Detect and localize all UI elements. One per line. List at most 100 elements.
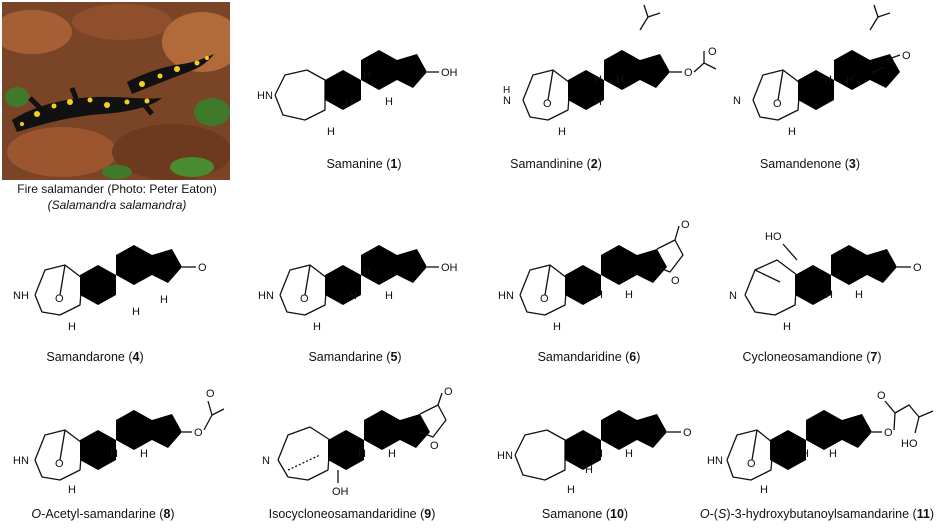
svg-text:H: H	[503, 85, 510, 96]
structure-samanine: HN OH H H H H	[257, 46, 458, 138]
photo-caption: Fire salamander (Photo: Peter Eaton) (Sa…	[0, 181, 234, 213]
svg-text:H: H	[385, 96, 393, 108]
svg-text:OH: OH	[332, 486, 349, 498]
svg-text:OH: OH	[441, 262, 458, 274]
svg-text:N: N	[733, 95, 741, 107]
svg-text:H: H	[625, 289, 633, 301]
svg-text:H: H	[363, 266, 371, 278]
svg-text:HO: HO	[765, 231, 782, 243]
svg-text:H: H	[358, 448, 366, 460]
caption-compound-10: Samanone (10)	[541, 507, 629, 521]
caption-compound-5: Samandarine (5)	[308, 350, 402, 364]
svg-text:H: H	[595, 448, 603, 460]
caption-compound-11: O-(S)-3-hydroxybutanoylsamandarine (11)	[699, 507, 935, 521]
svg-text:H: H	[68, 321, 76, 333]
caption-compound-4: Samandarone (4)	[46, 350, 144, 364]
svg-text:H: H	[625, 448, 633, 460]
svg-text:O: O	[540, 293, 549, 305]
svg-text:H: H	[140, 448, 148, 460]
structure-isocycloneosamandaridine: N O O OH H H	[262, 386, 453, 498]
structure-cycloneosamandione: N HO O H H H	[729, 231, 922, 333]
svg-text:O: O	[430, 440, 439, 452]
svg-text:H: H	[385, 290, 393, 302]
svg-text:H: H	[388, 448, 396, 460]
svg-text:O: O	[684, 67, 693, 79]
svg-text:H: H	[594, 96, 602, 108]
svg-text:HN: HN	[498, 290, 514, 302]
svg-text:O: O	[708, 46, 717, 58]
svg-text:H: H	[363, 69, 371, 81]
svg-text:O: O	[671, 275, 680, 287]
structure-samandenone: O N O H H H	[733, 4, 911, 138]
svg-text:HN: HN	[497, 450, 513, 462]
svg-text:HN: HN	[257, 90, 273, 102]
svg-text:H: H	[132, 306, 140, 318]
svg-text:H: H	[68, 484, 76, 496]
svg-text:O: O	[206, 388, 215, 400]
svg-text:H: H	[110, 448, 118, 460]
svg-text:H: H	[595, 289, 603, 301]
svg-text:HO: HO	[901, 438, 918, 450]
svg-text:H: H	[829, 448, 837, 460]
svg-text:O: O	[877, 390, 886, 402]
svg-text:O: O	[543, 98, 552, 110]
svg-text:H: H	[553, 321, 561, 333]
fire-salamander-photo	[2, 2, 230, 180]
svg-text:O: O	[444, 386, 453, 398]
svg-text:H: H	[825, 289, 833, 301]
svg-text:HN: HN	[707, 455, 723, 467]
svg-text:H: H	[585, 464, 593, 476]
svg-text:NH: NH	[13, 290, 29, 302]
structure-o-acetyl-samandarine: O HN O O H H H	[13, 388, 225, 496]
svg-text:O: O	[902, 50, 911, 62]
svg-text:H: H	[345, 96, 353, 108]
svg-text:N: N	[262, 455, 270, 467]
svg-text:H: H	[567, 484, 575, 496]
svg-text:H: H	[846, 74, 854, 86]
svg-text:O: O	[747, 458, 756, 470]
svg-text:O: O	[55, 458, 64, 470]
svg-text:O: O	[884, 427, 893, 439]
svg-text:H: H	[801, 448, 809, 460]
caption-compound-2: Samandinine (2)	[510, 157, 602, 171]
svg-text:H: H	[313, 321, 321, 333]
structure-samandaridine: O HN O O H H H	[498, 219, 690, 333]
photo-caption-line2: (Salamandra salamandra)	[47, 198, 187, 212]
svg-text:O: O	[198, 262, 207, 274]
svg-text:H: H	[327, 126, 335, 138]
svg-text:H: H	[824, 74, 832, 86]
svg-text:O: O	[683, 427, 692, 439]
svg-text:O: O	[55, 293, 64, 305]
svg-text:H: H	[855, 289, 863, 301]
caption-compound-8: O-Acetyl-samandarine (8)	[31, 507, 175, 521]
svg-text:H: H	[349, 290, 357, 302]
svg-text:OH: OH	[441, 67, 458, 79]
photo-caption-line1: Fire salamander (Photo: Peter Eaton)	[17, 182, 217, 196]
caption-compound-3: Samandenone (3)	[759, 157, 861, 171]
svg-text:N: N	[729, 290, 737, 302]
svg-text:H: H	[760, 484, 768, 496]
svg-text:H: H	[788, 126, 796, 138]
svg-text:HN: HN	[258, 290, 274, 302]
svg-text:H: H	[558, 126, 566, 138]
svg-text:H: H	[616, 74, 624, 86]
svg-text:H: H	[783, 321, 791, 333]
svg-text:H: H	[594, 74, 602, 86]
caption-compound-7: Cycloneosamandione (7)	[742, 350, 882, 364]
svg-text:O: O	[681, 219, 690, 231]
svg-text:N: N	[503, 95, 511, 107]
svg-text:O: O	[913, 262, 922, 274]
structure-o-s-3-hydroxybutanoylsamandarine: O HN O O HO H H H	[707, 390, 934, 496]
caption-compound-9: Isocycloneosamandaridine (9)	[268, 507, 436, 521]
caption-compound-1: Samanine (1)	[326, 157, 402, 171]
caption-compound-6: Samandaridine (6)	[537, 350, 641, 364]
svg-text:H: H	[160, 294, 168, 306]
svg-text:O: O	[300, 293, 309, 305]
svg-text:O: O	[773, 98, 782, 110]
svg-text:HN: HN	[13, 455, 29, 467]
structure-samandarone: O NH O H H H	[13, 241, 207, 333]
svg-text:O: O	[194, 427, 203, 439]
